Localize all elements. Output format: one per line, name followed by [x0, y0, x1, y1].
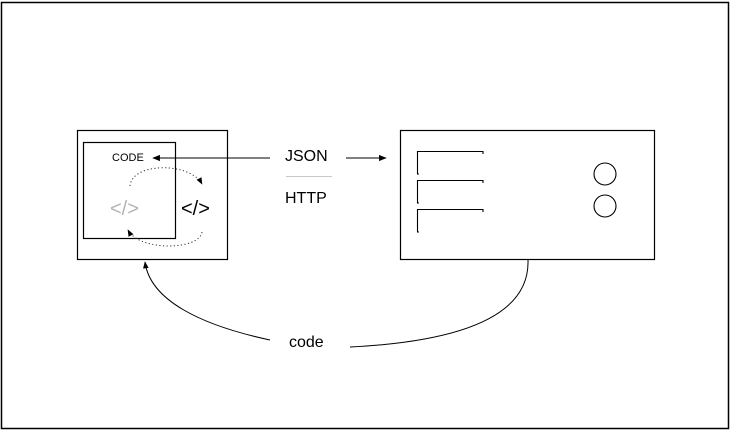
dotted-arrow-top — [129, 167, 203, 187]
feedback-curve-right — [349, 259, 529, 348]
http-label: HTTP — [285, 190, 327, 207]
server-box — [399, 129, 656, 261]
code-symbol: </> — [181, 198, 210, 220]
dotted-arrow-bottom — [127, 229, 203, 247]
feedback-code-label: code — [289, 334, 324, 351]
client-inner-box — [82, 141, 177, 240]
form-button-2 — [593, 194, 617, 218]
feedback-curve-left — [143, 261, 271, 341]
json-label: JSON — [285, 148, 328, 165]
form-button-1 — [593, 162, 617, 186]
form-field-2 — [416, 179, 484, 204]
code-symbol-faded: </> — [110, 198, 139, 220]
code-label: CODE — [112, 152, 144, 164]
form-field-3 — [416, 208, 484, 233]
form-field-1 — [416, 150, 484, 175]
client-outer-box — [76, 129, 229, 261]
